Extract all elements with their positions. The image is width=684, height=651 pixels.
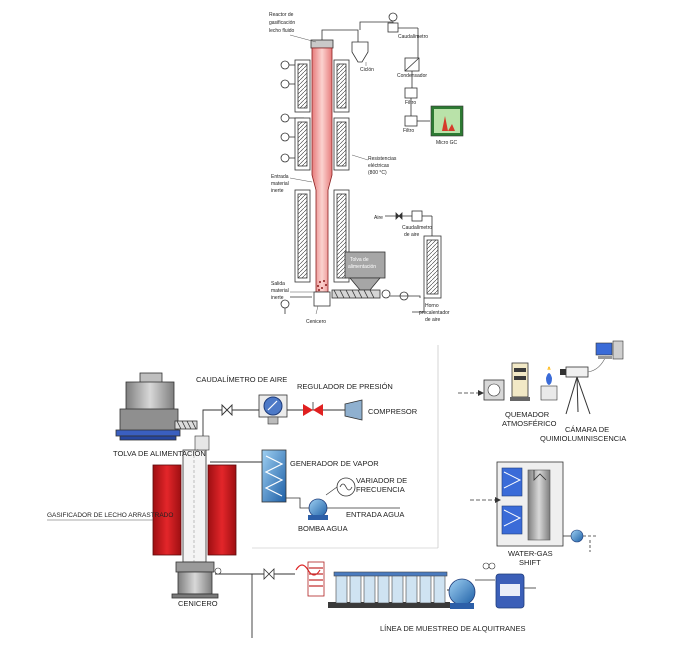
condenser-label: Condensador [397, 73, 427, 79]
camera-label: QUIMIOLUMINISCENCIA [540, 434, 626, 443]
bottom-right-labels: QUEMADOR ATMOSFÉRICO CÁMARA DE QUIMIOLUM… [502, 410, 626, 443]
air-flowmeter-label: de aire [404, 232, 420, 238]
filter-icon [404, 87, 418, 99]
gas-meter-icon [495, 573, 536, 609]
air-label: Aire [374, 215, 383, 221]
reactor-tube [310, 39, 334, 307]
micro-gc-icon [430, 105, 464, 137]
pressure-regulator-label: REGULADOR DE PRESIÓN [297, 382, 393, 391]
bottom-left-labels: CAUDALÍMETRO DE AIRE REGULADOR DE PRESIÓ… [47, 375, 525, 633]
preheater-label: precalentador [419, 310, 450, 316]
preheater-label: de aire [425, 317, 441, 323]
cyclone-icon [351, 41, 369, 63]
flowmeter-icon [387, 22, 399, 33]
freq-variator-icon [325, 477, 356, 497]
heater-label: Resistencias [368, 156, 397, 162]
entrained-flow-schematic: CAUDALÍMETRO DE AIRE REGULADOR DE PRESIÓ… [47, 345, 536, 638]
compressor-label: COMPRESOR [368, 407, 418, 416]
gasifier-label: GASIFICADOR DE LECHO ARRASTRADO [47, 512, 173, 519]
reactor-title: gasificación [269, 20, 295, 26]
top-labels: Reactor de gasificación lecho fluido Cic… [269, 12, 458, 325]
hopper-label: alimentación [348, 264, 376, 270]
outlet-label: inerte [271, 295, 284, 301]
burner-and-camera: QUEMADOR ATMOSFÉRICO CÁMARA DE QUIMIOLUM… [458, 340, 626, 443]
reactor-title: lecho fluido [269, 28, 295, 34]
feed-hopper-label: TOLVA DE ALIMENTACIÓN [113, 449, 206, 458]
freq-variator-label: FRECUENCIA [356, 485, 405, 494]
water-pump-label: BOMBA AGUA [298, 524, 348, 533]
wgs-labels: WATER-GAS SHIFT [508, 549, 553, 567]
steam-generator-label: GENERADOR DE VAPOR [290, 459, 379, 468]
micro-gc-label: Micro GC [436, 140, 458, 146]
hopper [331, 251, 391, 299]
gas-train [321, 21, 430, 127]
sensor-icon [280, 153, 290, 163]
ash-label: Cenicero [306, 319, 326, 325]
heater-label: eléctricas [368, 163, 390, 169]
tar-sampling-line [214, 561, 450, 638]
feed-hopper [115, 372, 198, 441]
filter-label: Filtro [405, 100, 416, 106]
pressure-regulator-icon [303, 402, 323, 416]
air-flowmeter-label: CAUDALÍMETRO DE AIRE [196, 375, 287, 384]
sensor-icon [280, 60, 290, 70]
valve-icon [221, 403, 233, 417]
hopper-label: Tolva de [350, 257, 369, 263]
computer-icon [595, 340, 624, 360]
burner-label: QUEMADOR [505, 410, 550, 419]
tar-line-label: LÍNEA DE MUESTREO DE ALQUITRANES [380, 624, 525, 633]
air-flowmeter-icon [258, 394, 288, 425]
sensor-icon [280, 79, 290, 89]
inlet-label: material [271, 181, 289, 187]
burner-label: ATMOSFÉRICO [502, 419, 557, 428]
sensor-icon [388, 12, 398, 22]
ash-collector [171, 561, 219, 599]
air-line [284, 210, 442, 314]
outlet-label: Salida [271, 281, 285, 287]
impinger-bottles [333, 571, 448, 604]
air-flowmeter-label: Caudalímetro [402, 225, 432, 231]
motor-icon [381, 289, 391, 299]
inlet-label: inerte [271, 188, 284, 194]
filter-label: Filtro [403, 128, 414, 134]
sensor-icon [280, 299, 290, 309]
camera-icon [560, 355, 607, 415]
valve-icon [263, 568, 275, 580]
flowmeter-label: Caudalímetro [398, 34, 428, 40]
sensor-icon [280, 132, 290, 142]
water-pump-icon [286, 497, 400, 520]
water-gas-shift: WATER-GAS SHIFT [470, 461, 596, 567]
heater-blocks [294, 59, 350, 283]
freq-variator-label: VARIADOR DE [356, 476, 407, 485]
cyclone-label: Ciclón [360, 67, 374, 73]
ash-collector-label: CENICERO [178, 599, 218, 608]
camera-label: CÁMARA DE [565, 425, 609, 434]
sensor-icon [280, 113, 290, 123]
heater-label: (800 °C) [368, 170, 387, 176]
wgs-label: WATER-GAS [508, 549, 553, 558]
burner-icon [483, 362, 558, 401]
compressor-icon [344, 399, 363, 421]
wgs-label: SHIFT [519, 558, 541, 567]
filter-icon [404, 115, 418, 127]
steam-generator [210, 449, 287, 503]
vacuum-pump-icon [447, 562, 496, 609]
callout-lines [289, 34, 369, 315]
preheater-label: Horno [425, 303, 439, 309]
inlet-label: Entrada [271, 174, 289, 180]
top-schematic: Reactor de gasificación lecho fluido Cic… [269, 12, 464, 325]
outlet-label: material [271, 288, 289, 294]
water-inlet-label: ENTRADA AGUA [346, 510, 404, 519]
reactor-title: Reactor de [269, 12, 294, 18]
